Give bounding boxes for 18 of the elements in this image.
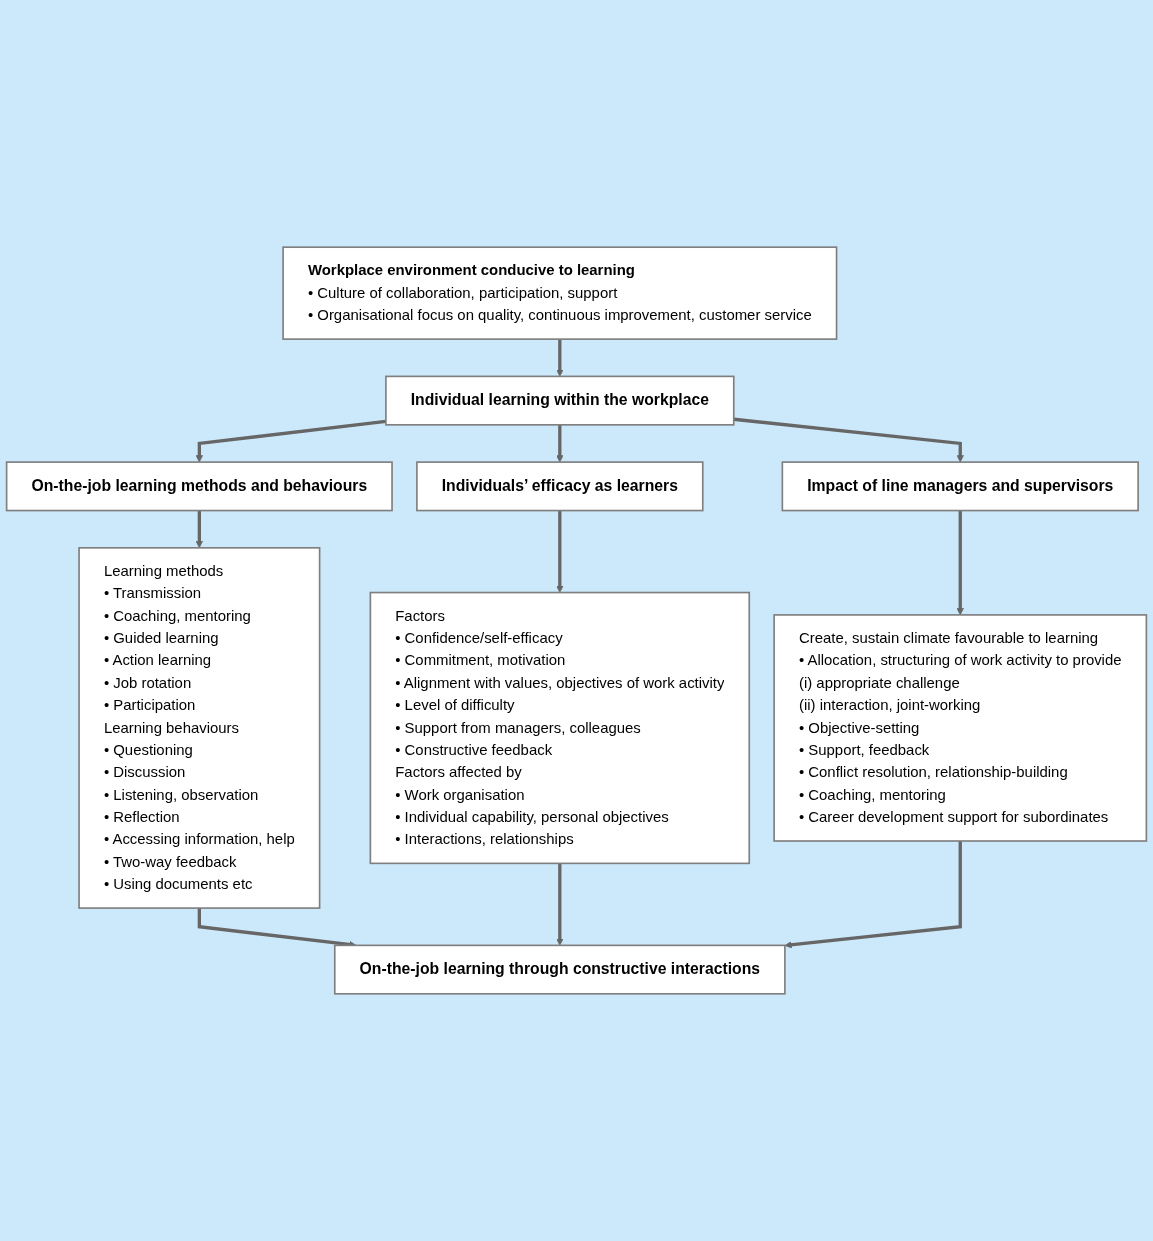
arrow — [784, 841, 962, 949]
node-box: Impact of line managers and supervisors — [781, 461, 1139, 512]
arrow — [956, 510, 964, 616]
arrow — [556, 863, 564, 946]
arrow — [195, 419, 387, 463]
node-box: Individual learning within the workplace — [385, 375, 735, 426]
node-box: On-the-job learning methods and behaviours — [5, 461, 393, 512]
arrow — [556, 424, 564, 463]
node-box: Create, sustain climate favourable to learning • Allocation, structuring of work activity to provide (i) appropriate challenge (ii) interaction, joint-working • Objective-setting • Support, feedback • Conflict resolution, relationship-building • Coaching, mentoring • Career development support for subordinates — [773, 614, 1148, 842]
node-box: Individuals’ efficacy as learners — [416, 461, 704, 512]
node-box: Learning methods • Transmission • Coaching, mentoring • Guided learning • Action learning • Job rotation • Participation Learning behaviours • Questioning • Discussion • Listening, observation • Reflection • Accessing information, help • Two-way feedback • Using documents etc — [78, 547, 321, 909]
node-box: Factors • Confidence/self-efficacy • Commitment, motivation • Alignment with values, objectives of work activity • Level of difficulty • Support from managers, colleagues • Constructive feedback Factors affected by • Work organisation • Individual capability, personal objectives • Interactions, relationships — [369, 591, 751, 865]
node-box: On-the-job learning through constructive interactions — [333, 944, 786, 995]
arrow — [556, 339, 564, 377]
arrow — [195, 510, 203, 549]
arrow — [556, 510, 564, 593]
arrow — [733, 417, 964, 463]
node-box: Workplace environment conducive to learning • Culture of collaboration, participation, support • Organisational focus on quality, continuous improvement, customer service — [282, 246, 838, 340]
